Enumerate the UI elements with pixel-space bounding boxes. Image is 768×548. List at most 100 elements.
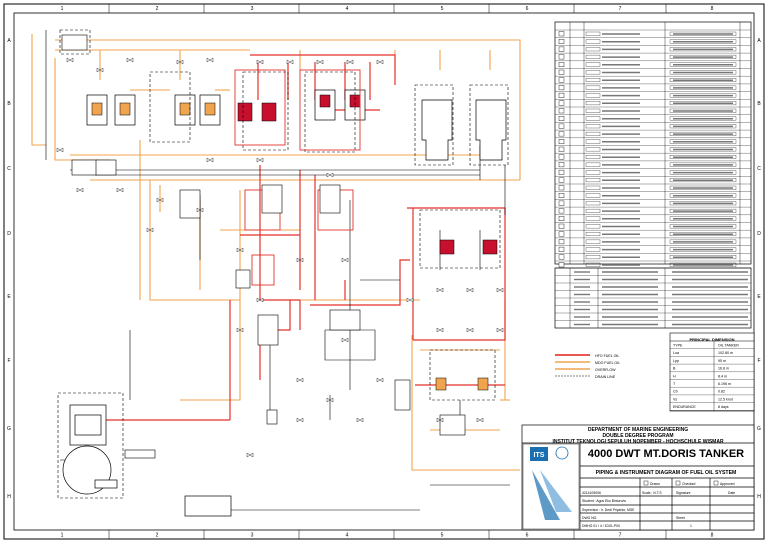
dept-line-2: DOUBLE DEGREE PROGRAM	[602, 433, 674, 439]
column-label: 4	[346, 533, 349, 539]
pd-param: ENDURANCE	[673, 405, 696, 409]
dwg-no-label: DWG NO.	[582, 516, 597, 520]
hfo-enclosures	[234, 69, 361, 286]
legend-symbol-icon	[558, 54, 565, 60]
valve-icon	[66, 57, 74, 63]
legend-symbol-icon	[558, 262, 565, 268]
valve-icon	[236, 247, 244, 253]
legend-symbol-icon	[558, 192, 565, 198]
valve-icon	[256, 157, 264, 163]
its-logo-icon	[530, 447, 548, 461]
sail-icon-2	[540, 470, 572, 512]
legend-symbol-icon	[558, 62, 565, 67]
valve-icon	[296, 377, 304, 383]
legend-symbol-icon	[558, 123, 565, 129]
pump-filter-blocks	[61, 34, 466, 459]
legend-symbol-icon	[558, 100, 565, 106]
check-approved: Approved	[720, 482, 735, 486]
row-label: D	[7, 231, 11, 237]
legend-symbol-icon	[558, 208, 565, 214]
valve-icon	[376, 59, 384, 65]
column-label: 8	[711, 533, 714, 539]
row-label: C	[757, 166, 761, 172]
valve-icon	[56, 147, 64, 153]
legend-symbol-icon	[558, 162, 565, 168]
valve-icon	[146, 227, 154, 233]
column-label: 2	[156, 533, 159, 539]
pd-param: B	[673, 367, 676, 371]
sheet-value: 1	[690, 524, 692, 528]
legend-symbol-icon	[558, 223, 565, 229]
row-label: F	[757, 358, 760, 364]
legend-symbol-icon	[558, 131, 565, 137]
legend-overflow: OVERFLOW	[595, 368, 616, 372]
outer-border	[3, 3, 765, 540]
row-label: H	[757, 494, 761, 500]
valve-icon	[346, 59, 354, 65]
row-label: G	[757, 426, 761, 432]
pd-value: 6.196 m	[718, 382, 731, 386]
valve-icon	[436, 417, 444, 423]
valve-icon	[476, 417, 484, 423]
valve-icon	[406, 297, 414, 303]
legend-symbol-icon	[558, 92, 565, 98]
date-label: Date	[728, 491, 735, 495]
department-block: DEPARTMENT OF MARINE ENGINEERING DOUBLE …	[522, 427, 754, 445]
dept-line-1: DEPARTMENT OF MARINE ENGINEERING	[587, 427, 689, 433]
principal-dimension-heading: PRINCIPAL DIMENSION	[689, 337, 735, 342]
valve-icon	[256, 297, 264, 303]
legend-hfo: HFO FUEL OIL	[595, 354, 619, 358]
valve-icon	[436, 327, 444, 333]
pd-param: Cb	[673, 390, 678, 394]
column-label: 6	[526, 533, 529, 539]
row-label: D	[757, 231, 761, 237]
row-label: H	[7, 494, 11, 500]
title-block-fields: 4214105006 Scale : N.T.S Signature Date …	[582, 491, 735, 528]
legend-symbol-icon	[558, 254, 565, 260]
pd-value: 102.80 m	[718, 351, 733, 355]
student: Student : Agus Eko Bintoro/w	[582, 499, 626, 503]
row-label: E	[7, 294, 11, 300]
drawing-title: PIPING & INSTRUMENT DIAGRAM OF FUEL OIL …	[595, 470, 737, 476]
drawing-no: 4214105006	[582, 491, 601, 495]
valve-icon	[236, 327, 244, 333]
valve-icon	[496, 327, 504, 333]
legend-symbol-icon	[558, 31, 565, 37]
principal-dimension-frame	[669, 332, 755, 412]
pd-param: Lpp	[673, 359, 679, 363]
legend-symbol-icon	[558, 85, 565, 91]
valve-icon	[116, 187, 124, 193]
column-label: 6	[526, 6, 529, 12]
inner-border	[13, 12, 755, 531]
row-label: C	[7, 166, 11, 172]
valve-icon	[256, 59, 264, 65]
valve-symbols	[56, 57, 504, 458]
legend-mdo: MDO FUEL OIL	[595, 361, 620, 365]
valve-icon	[466, 327, 474, 333]
pd-value: OIL TANKER	[718, 344, 739, 348]
row-label: A	[7, 38, 11, 44]
legend-symbol-icon	[558, 200, 565, 206]
legend-symbol-icon	[558, 185, 565, 191]
column-label: 2	[156, 6, 159, 12]
column-label: 1	[61, 533, 64, 539]
valve-icon	[96, 67, 104, 73]
row-label: G	[7, 426, 11, 432]
legend-symbol-icon	[558, 108, 565, 114]
pd-value: 12.5 knot	[718, 397, 733, 401]
engines	[62, 99, 507, 517]
column-label: 4	[346, 6, 349, 12]
valve-icon	[76, 187, 84, 193]
legend-symbol-icon	[558, 139, 565, 145]
its-logo-text: ITS	[534, 452, 545, 459]
sheet-label: Sheet	[676, 516, 685, 520]
pd-param: T	[673, 382, 676, 386]
pd-param: TYPE	[673, 344, 683, 348]
row-label: F	[7, 358, 10, 364]
pd-value: 95 m	[718, 359, 726, 363]
pd-value: 16.8 m	[718, 367, 729, 371]
valve-icon	[326, 397, 334, 403]
pd-value: 8.4 m	[718, 374, 727, 378]
legend-symbol-icon	[558, 77, 565, 83]
legend-symbol-icon	[558, 246, 565, 252]
